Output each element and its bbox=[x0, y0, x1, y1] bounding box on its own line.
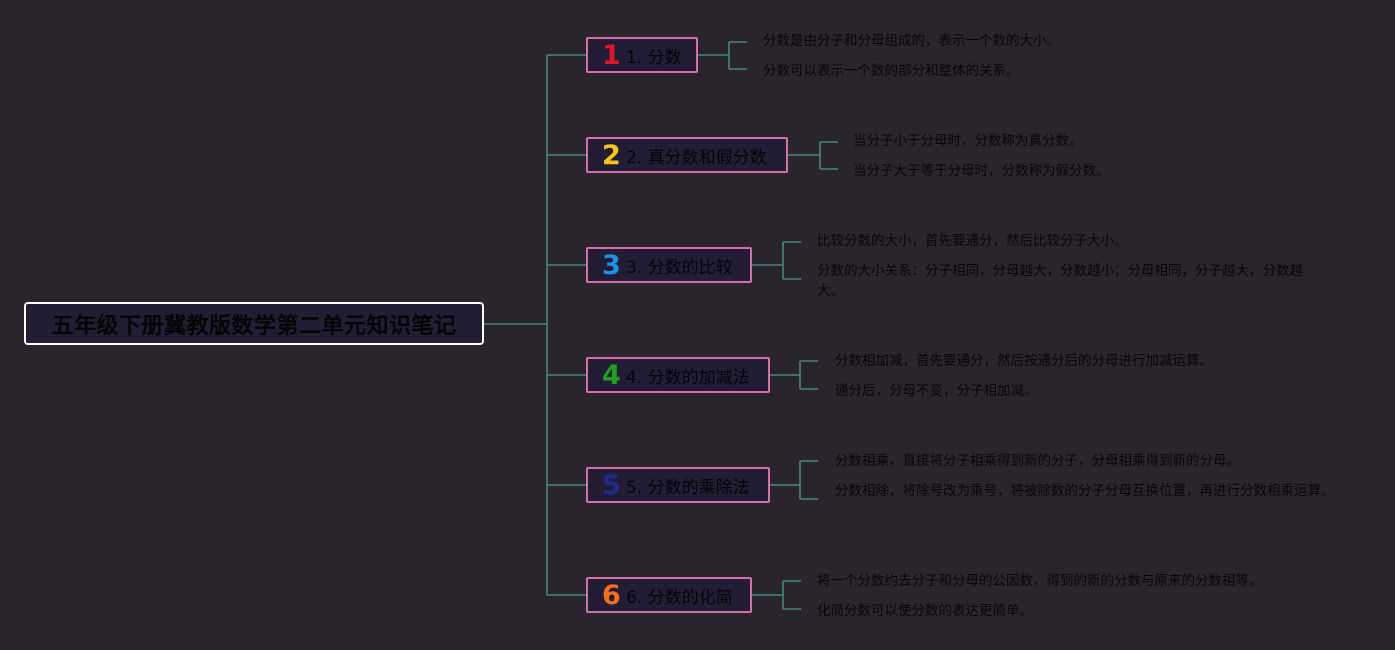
connector-leaf-5 bbox=[770, 460, 818, 500]
connector-leaf-2 bbox=[788, 141, 838, 170]
leaf-note: 分数是由分子和分母组成的，表示一个数的大小。 bbox=[763, 33, 1060, 49]
branch-node-2[interactable]: 2 2. 真分数和假分数 bbox=[586, 137, 788, 173]
branch-label: 1. 分数 bbox=[626, 47, 682, 68]
branch-node-5[interactable]: 5 5. 分数的乘除法 bbox=[586, 467, 770, 503]
branch-label: 3. 分数的比较 bbox=[626, 257, 733, 278]
root-node[interactable]: 五年级下册冀教版数学第二单元知识笔记 bbox=[24, 302, 484, 345]
leaf-note: 分数相乘，直接将分子相乘得到新的分子，分母相乘得到新的分母。 bbox=[835, 453, 1240, 469]
connector-leaf-3 bbox=[752, 241, 801, 280]
branch-label: 2. 真分数和假分数 bbox=[626, 147, 767, 168]
root-title: 五年级下册冀教版数学第二单元知识笔记 bbox=[51, 313, 457, 339]
branch-node-3[interactable]: 3 3. 分数的比较 bbox=[586, 247, 752, 283]
number-five-icon: 5 bbox=[602, 469, 621, 501]
number-four-icon: 4 bbox=[602, 359, 621, 391]
branch-node-4[interactable]: 4 4. 分数的加减法 bbox=[586, 357, 770, 393]
branch-node-1[interactable]: 1 1. 分数 bbox=[586, 37, 698, 73]
leaf-note: 当分子大于等于分母时，分数称为假分数。 bbox=[853, 163, 1110, 179]
branch-node-6[interactable]: 6 6. 分数的化简 bbox=[586, 577, 752, 613]
number-two-icon: 2 bbox=[602, 139, 621, 171]
leaf-note: 分数相除，将除号改为乘号，将被除数的分子分母互换位置，再进行分数相乘运算。 bbox=[835, 483, 1335, 499]
leaf-note: 当分子小于分母时，分数称为真分数。 bbox=[853, 133, 1083, 149]
connector-leaf-6 bbox=[752, 580, 801, 610]
number-six-icon: 6 bbox=[602, 579, 621, 611]
leaf-note: 通分后，分母不变，分子相加减。 bbox=[835, 383, 1038, 399]
number-one-icon: 1 bbox=[602, 39, 621, 71]
branch-label: 4. 分数的加减法 bbox=[626, 367, 750, 388]
leaf-note: 比较分数的大小，首先要通分，然后比较分子大小。 bbox=[817, 233, 1128, 249]
leaf-note: 分数可以表示一个数的部分和整体的关系。 bbox=[763, 63, 1020, 79]
connector-leaf-1 bbox=[698, 41, 747, 70]
connector-leaf-4 bbox=[770, 360, 818, 390]
leaf-note: 将一个分数约去分子和分母的公因数，得到的新的分数与原来的分数相等。 bbox=[817, 573, 1263, 589]
branch-label: 6. 分数的化简 bbox=[626, 587, 733, 608]
number-three-icon: 3 bbox=[602, 249, 621, 281]
leaf-note: 分数相加减，首先要通分，然后按通分后的分母进行加减运算。 bbox=[835, 353, 1213, 369]
branch-label: 5. 分数的乘除法 bbox=[626, 477, 750, 498]
leaf-note: 分数的大小关系：分子相同，分母越大，分数越小；分母相同，分子越大，分数越大。 bbox=[817, 263, 1303, 299]
leaf-note: 化简分数可以使分数的表达更简单。 bbox=[817, 603, 1033, 619]
